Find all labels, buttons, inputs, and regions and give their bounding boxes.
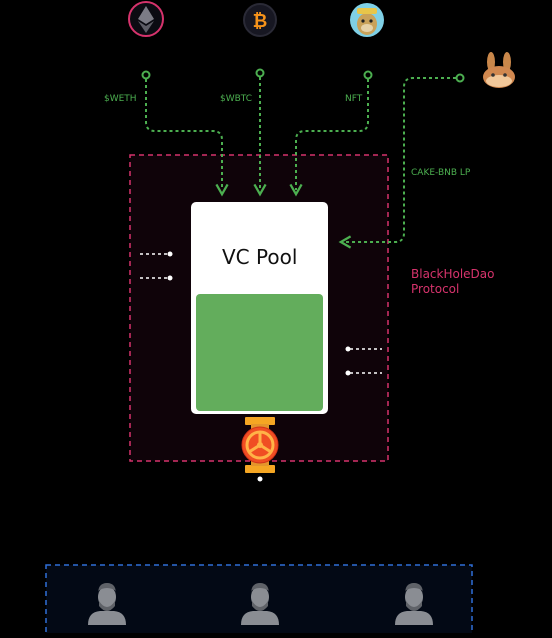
svg-text:₿: ₿ xyxy=(253,11,268,32)
bored-ape-nft-icon xyxy=(350,3,384,37)
nft-label: NFT xyxy=(345,94,363,104)
user-avatar-icon xyxy=(395,583,433,625)
protocol-label-line1: BlackHoleDao xyxy=(411,267,495,281)
user-avatar-icon xyxy=(241,583,279,625)
valve-icon[interactable] xyxy=(241,417,279,482)
weth-flow-line xyxy=(145,79,229,197)
vc-pool-liquidity-fill xyxy=(196,294,323,411)
weth-label: $WETH xyxy=(104,94,137,104)
ethereum-icon xyxy=(128,1,164,37)
bitcoin-icon: ₿ xyxy=(243,3,277,37)
pool-title: VC Pool xyxy=(222,245,298,269)
protocol-label-line2: Protocol xyxy=(411,282,460,296)
right-connectors xyxy=(345,346,382,376)
cake-bnb-lp-label: CAKE-BNB LP xyxy=(411,168,471,178)
wbtc-label: $WBTC xyxy=(220,94,253,104)
nft-flow-line xyxy=(289,79,369,197)
user-avatar-icon xyxy=(88,583,126,625)
left-connectors xyxy=(140,251,173,281)
protocol-label: BlackHoleDao Protocol xyxy=(411,267,494,297)
pancakeswap-bunny-icon xyxy=(483,52,515,88)
